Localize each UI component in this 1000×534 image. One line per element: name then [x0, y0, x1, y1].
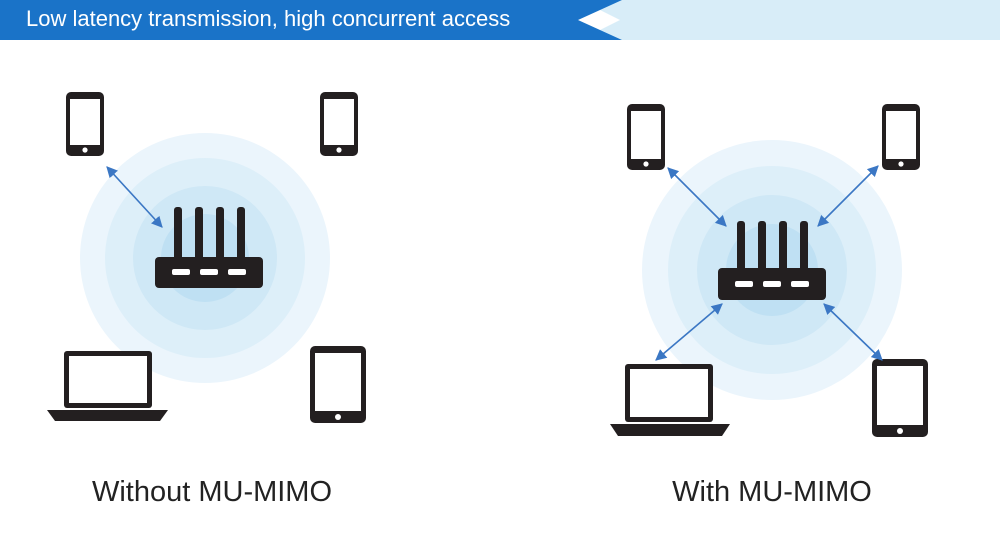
- phone-icon: [66, 92, 104, 156]
- phone-icon: [320, 92, 358, 156]
- connection-arrow: [655, 303, 723, 361]
- phone-icon: [882, 104, 920, 170]
- router-icon: [155, 207, 263, 288]
- caption-with-mu-mimo: With MU-MIMO: [672, 476, 872, 508]
- caption-without-mu-mimo: Without MU-MIMO: [91, 476, 333, 508]
- connection-arrow: [823, 303, 883, 361]
- laptop-icon: [610, 364, 730, 436]
- tablet-icon: [872, 359, 928, 437]
- laptop-icon: [47, 351, 168, 421]
- connection-arrow: [667, 167, 727, 227]
- router-icon: [718, 221, 826, 300]
- panel-with-mu-mimo: [610, 104, 928, 437]
- header-banner: Low latency transmission, high concurren…: [0, 0, 1000, 40]
- banner-shape: [0, 0, 1000, 40]
- connection-arrow: [106, 166, 163, 228]
- banner-title: Low latency transmission, high concurren…: [26, 6, 511, 31]
- phone-icon: [627, 104, 665, 170]
- panel-without-mu-mimo: [47, 92, 366, 423]
- tablet-icon: [310, 346, 366, 423]
- connection-arrow: [817, 165, 879, 227]
